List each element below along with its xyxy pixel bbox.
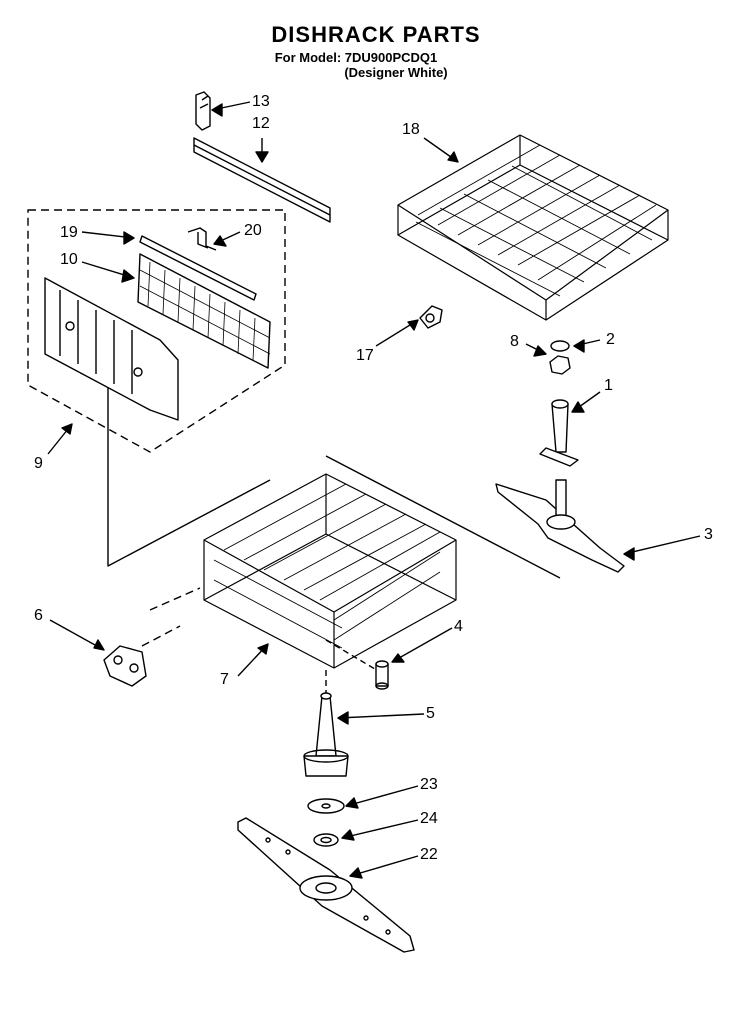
- callout-10: 10: [60, 251, 78, 268]
- part-6-wheel-bracket: [103, 645, 147, 687]
- callout-3: 3: [704, 526, 713, 543]
- callout-5: 5: [426, 705, 435, 722]
- color-line: (Designer White): [344, 65, 448, 80]
- callout-17: 17: [356, 347, 374, 364]
- callout-18: 18: [402, 121, 420, 138]
- page-title: DISHRACK PARTS: [271, 22, 481, 47]
- part-22-lower-spray-arm: [237, 817, 415, 953]
- part-2-washer: [550, 340, 570, 352]
- callout-13: 13: [252, 93, 270, 110]
- leader-4-dashed: [325, 639, 381, 673]
- callout-1: 1: [604, 377, 613, 394]
- callout-6: 6: [34, 607, 43, 624]
- callout-8: 8: [510, 333, 519, 350]
- part-18-upper-rack: [397, 134, 669, 321]
- callout-22: 22: [420, 846, 438, 863]
- callout-24: 24: [420, 810, 438, 827]
- part-23-washer: [307, 798, 345, 814]
- part-12-rail: [193, 137, 331, 223]
- part-1-tube: [539, 399, 579, 467]
- callout-23: 23: [420, 776, 438, 793]
- assembly-9-outline: [27, 209, 286, 453]
- callout-20: 20: [244, 222, 262, 239]
- part-3-upper-spray-arm: [495, 479, 625, 573]
- part-19-bar: [139, 235, 257, 301]
- callout-19: 19: [60, 224, 78, 241]
- part-7-lower-rack: [203, 473, 457, 669]
- callout-leaders: [47, 101, 701, 879]
- part-17-clip: [419, 305, 443, 329]
- part-13-clip: [195, 91, 211, 131]
- part-8-nut: [549, 355, 571, 375]
- part-5-spray-tower: [303, 692, 349, 777]
- callout-9: 9: [34, 455, 43, 472]
- part-9-panel: [44, 277, 179, 421]
- part-20-clip: [187, 227, 217, 251]
- leader-9-lower: [107, 388, 271, 567]
- part-24-bearing: [313, 833, 339, 847]
- callout-2: 2: [606, 331, 615, 348]
- part-10-grille: [137, 253, 271, 369]
- leader-6-dashed: [141, 587, 201, 647]
- leader-upper-lower: [325, 455, 561, 579]
- model-line: For Model: 7DU900PCDQ1: [274, 50, 438, 65]
- callout-12: 12: [252, 115, 270, 132]
- callout-4: 4: [454, 618, 463, 635]
- part-4-tube: [375, 660, 389, 690]
- callout-7: 7: [220, 671, 229, 688]
